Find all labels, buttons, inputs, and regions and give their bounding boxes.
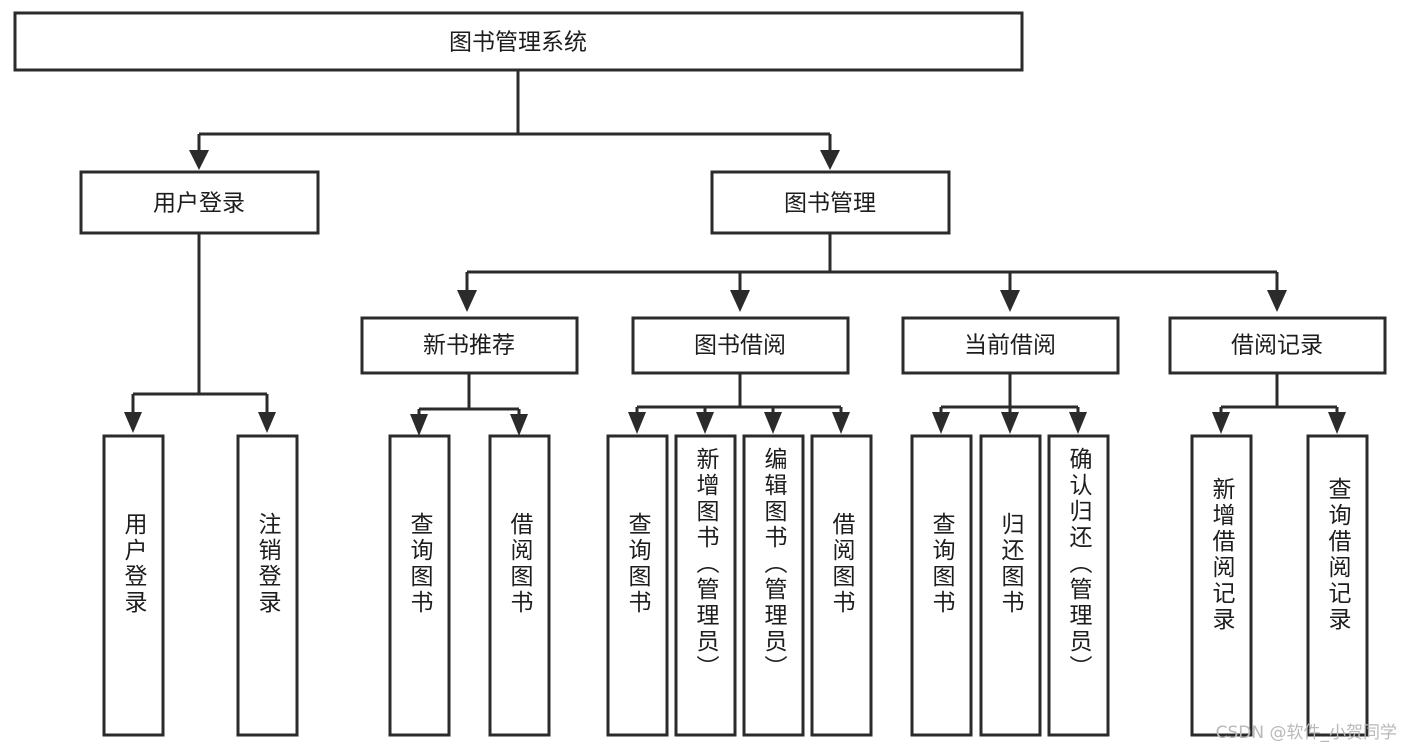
leaf-new-book-2[interactable]: 借阅图书 <box>488 434 551 737</box>
leaf-user-login-2-label: 注销登录 <box>254 512 282 616</box>
node-root[interactable]: 图书管理系统 <box>13 11 1024 72</box>
node-borrow-record-box[interactable] <box>1168 316 1387 375</box>
node-user-login[interactable]: 用户登录 <box>79 170 320 235</box>
arrow-book-borrow-leaf2 <box>696 412 714 434</box>
leaf-user-login-2[interactable]: 注销登录 <box>236 434 299 737</box>
leaf-current-borrow-2-box[interactable] <box>979 434 1042 737</box>
arrow-new-book-leaf1 <box>410 414 428 436</box>
leaf-book-borrow-1[interactable]: 查询图书 <box>606 434 669 737</box>
leaf-current-borrow-3[interactable]: 确认归还（管理员） <box>1047 434 1110 737</box>
leaf-current-borrow-1-label: 查询图书 <box>928 512 956 616</box>
node-book-management-box[interactable] <box>710 170 951 235</box>
leaf-new-book-2-box[interactable] <box>488 434 551 737</box>
arrow-current-borrow-leaf3 <box>1069 412 1087 434</box>
node-book-borrow[interactable]: 图书借阅 <box>631 316 850 375</box>
leaf-book-borrow-4[interactable]: 借阅图书 <box>810 434 873 737</box>
node-current-borrow[interactable]: 当前借阅 <box>901 316 1120 375</box>
leaf-book-borrow-1-box[interactable] <box>606 434 669 737</box>
node-book-borrow-box[interactable] <box>631 316 850 375</box>
connector-group-root <box>189 70 840 170</box>
arrow-current-borrow-leaf1 <box>932 412 950 434</box>
arrow-book-borrow-leaf3 <box>764 412 782 434</box>
leaf-current-borrow-2[interactable]: 归还图书 <box>979 434 1042 737</box>
arrow-borrow-record-leaf1 <box>1212 412 1230 434</box>
leaf-new-book-2-label: 借阅图书 <box>506 512 534 616</box>
arrow-current-borrow-leaf2 <box>1001 412 1019 434</box>
node-book-borrow-label: 图书借阅 <box>694 333 786 359</box>
node-user-login-box[interactable] <box>79 170 320 235</box>
connector-group-book-mgmt <box>457 233 1287 312</box>
arrow-to-new-book <box>457 290 477 312</box>
arrow-root-to-book-mgmt <box>820 150 840 170</box>
connector-group-current-borrow <box>932 373 1087 434</box>
leaf-user-login-1-box[interactable] <box>102 434 165 737</box>
arrow-book-borrow-leaf4 <box>832 412 850 434</box>
leaf-new-book-1-box[interactable] <box>388 434 451 737</box>
node-root-label: 图书管理系统 <box>449 30 587 56</box>
leaf-book-borrow-4-box[interactable] <box>810 434 873 737</box>
arrow-book-borrow-leaf1 <box>628 412 646 434</box>
leaf-borrow-record-1-box[interactable] <box>1190 434 1253 737</box>
leaf-borrow-record-2-label: 查询借阅记录 <box>1324 477 1352 633</box>
leaf-current-borrow-3-label: 确认归还（管理员） <box>1065 447 1093 681</box>
leaf-book-borrow-2[interactable]: 新增图书（管理员） <box>674 434 737 737</box>
leaf-book-borrow-3-label: 编辑图书（管理员） <box>760 447 788 681</box>
leaf-borrow-record-1-label: 新增借阅记录 <box>1208 477 1236 633</box>
node-borrow-record[interactable]: 借阅记录 <box>1168 316 1387 375</box>
leaf-book-borrow-2-label: 新增图书（管理员） <box>692 447 720 681</box>
connector-group-new-book <box>410 373 528 436</box>
arrow-user-login-to-leaf2 <box>258 412 276 433</box>
node-current-borrow-label: 当前借阅 <box>964 333 1056 359</box>
arrow-to-book-borrow <box>730 290 750 312</box>
connector-group-user-login <box>124 233 276 433</box>
arrow-borrow-record-leaf2 <box>1328 412 1346 434</box>
connector-group-borrow-record <box>1212 373 1346 434</box>
leaf-borrow-record-2-box[interactable] <box>1306 434 1369 737</box>
node-root-box[interactable] <box>13 11 1024 72</box>
node-borrow-record-label: 借阅记录 <box>1231 333 1323 359</box>
leaf-current-borrow-2-label: 归还图书 <box>997 512 1025 616</box>
connector-group-book-borrow <box>628 373 850 434</box>
node-current-borrow-box[interactable] <box>901 316 1120 375</box>
arrow-root-to-user-login <box>189 150 209 170</box>
node-book-management-label: 图书管理 <box>784 191 876 217</box>
leaf-current-borrow-1[interactable]: 查询图书 <box>910 434 973 737</box>
arrow-to-borrow-record <box>1267 290 1287 312</box>
node-user-login-label: 用户登录 <box>153 191 245 217</box>
arrow-user-login-to-leaf1 <box>124 412 142 433</box>
leaf-book-borrow-2-box[interactable] <box>674 434 737 737</box>
node-new-book-recommend-label: 新书推荐 <box>423 333 515 359</box>
node-new-book-recommend-box[interactable] <box>360 316 579 375</box>
leaf-book-borrow-4-label: 借阅图书 <box>828 512 856 616</box>
leaf-new-book-1[interactable]: 查询图书 <box>388 434 451 737</box>
node-book-management[interactable]: 图书管理 <box>710 170 951 235</box>
leaf-user-login-2-box[interactable] <box>236 434 299 737</box>
arrow-new-book-leaf2 <box>510 414 528 436</box>
leaf-user-login-1[interactable]: 用户登录 <box>102 434 165 737</box>
leaf-current-borrow-3-box[interactable] <box>1047 434 1110 737</box>
node-new-book-recommend[interactable]: 新书推荐 <box>360 316 579 375</box>
arrow-to-current-borrow <box>1000 290 1020 312</box>
leaf-current-borrow-1-box[interactable] <box>910 434 973 737</box>
leaf-user-login-1-label: 用户登录 <box>120 512 148 616</box>
leaf-new-book-1-label: 查询图书 <box>406 512 434 616</box>
leaf-book-borrow-1-label: 查询图书 <box>624 512 652 616</box>
leaf-book-borrow-3-box[interactable] <box>742 434 805 737</box>
leaf-book-borrow-3[interactable]: 编辑图书（管理员） <box>742 434 805 737</box>
leaf-borrow-record-2[interactable]: 查询借阅记录 <box>1306 434 1369 737</box>
leaf-borrow-record-1[interactable]: 新增借阅记录 <box>1190 434 1253 737</box>
